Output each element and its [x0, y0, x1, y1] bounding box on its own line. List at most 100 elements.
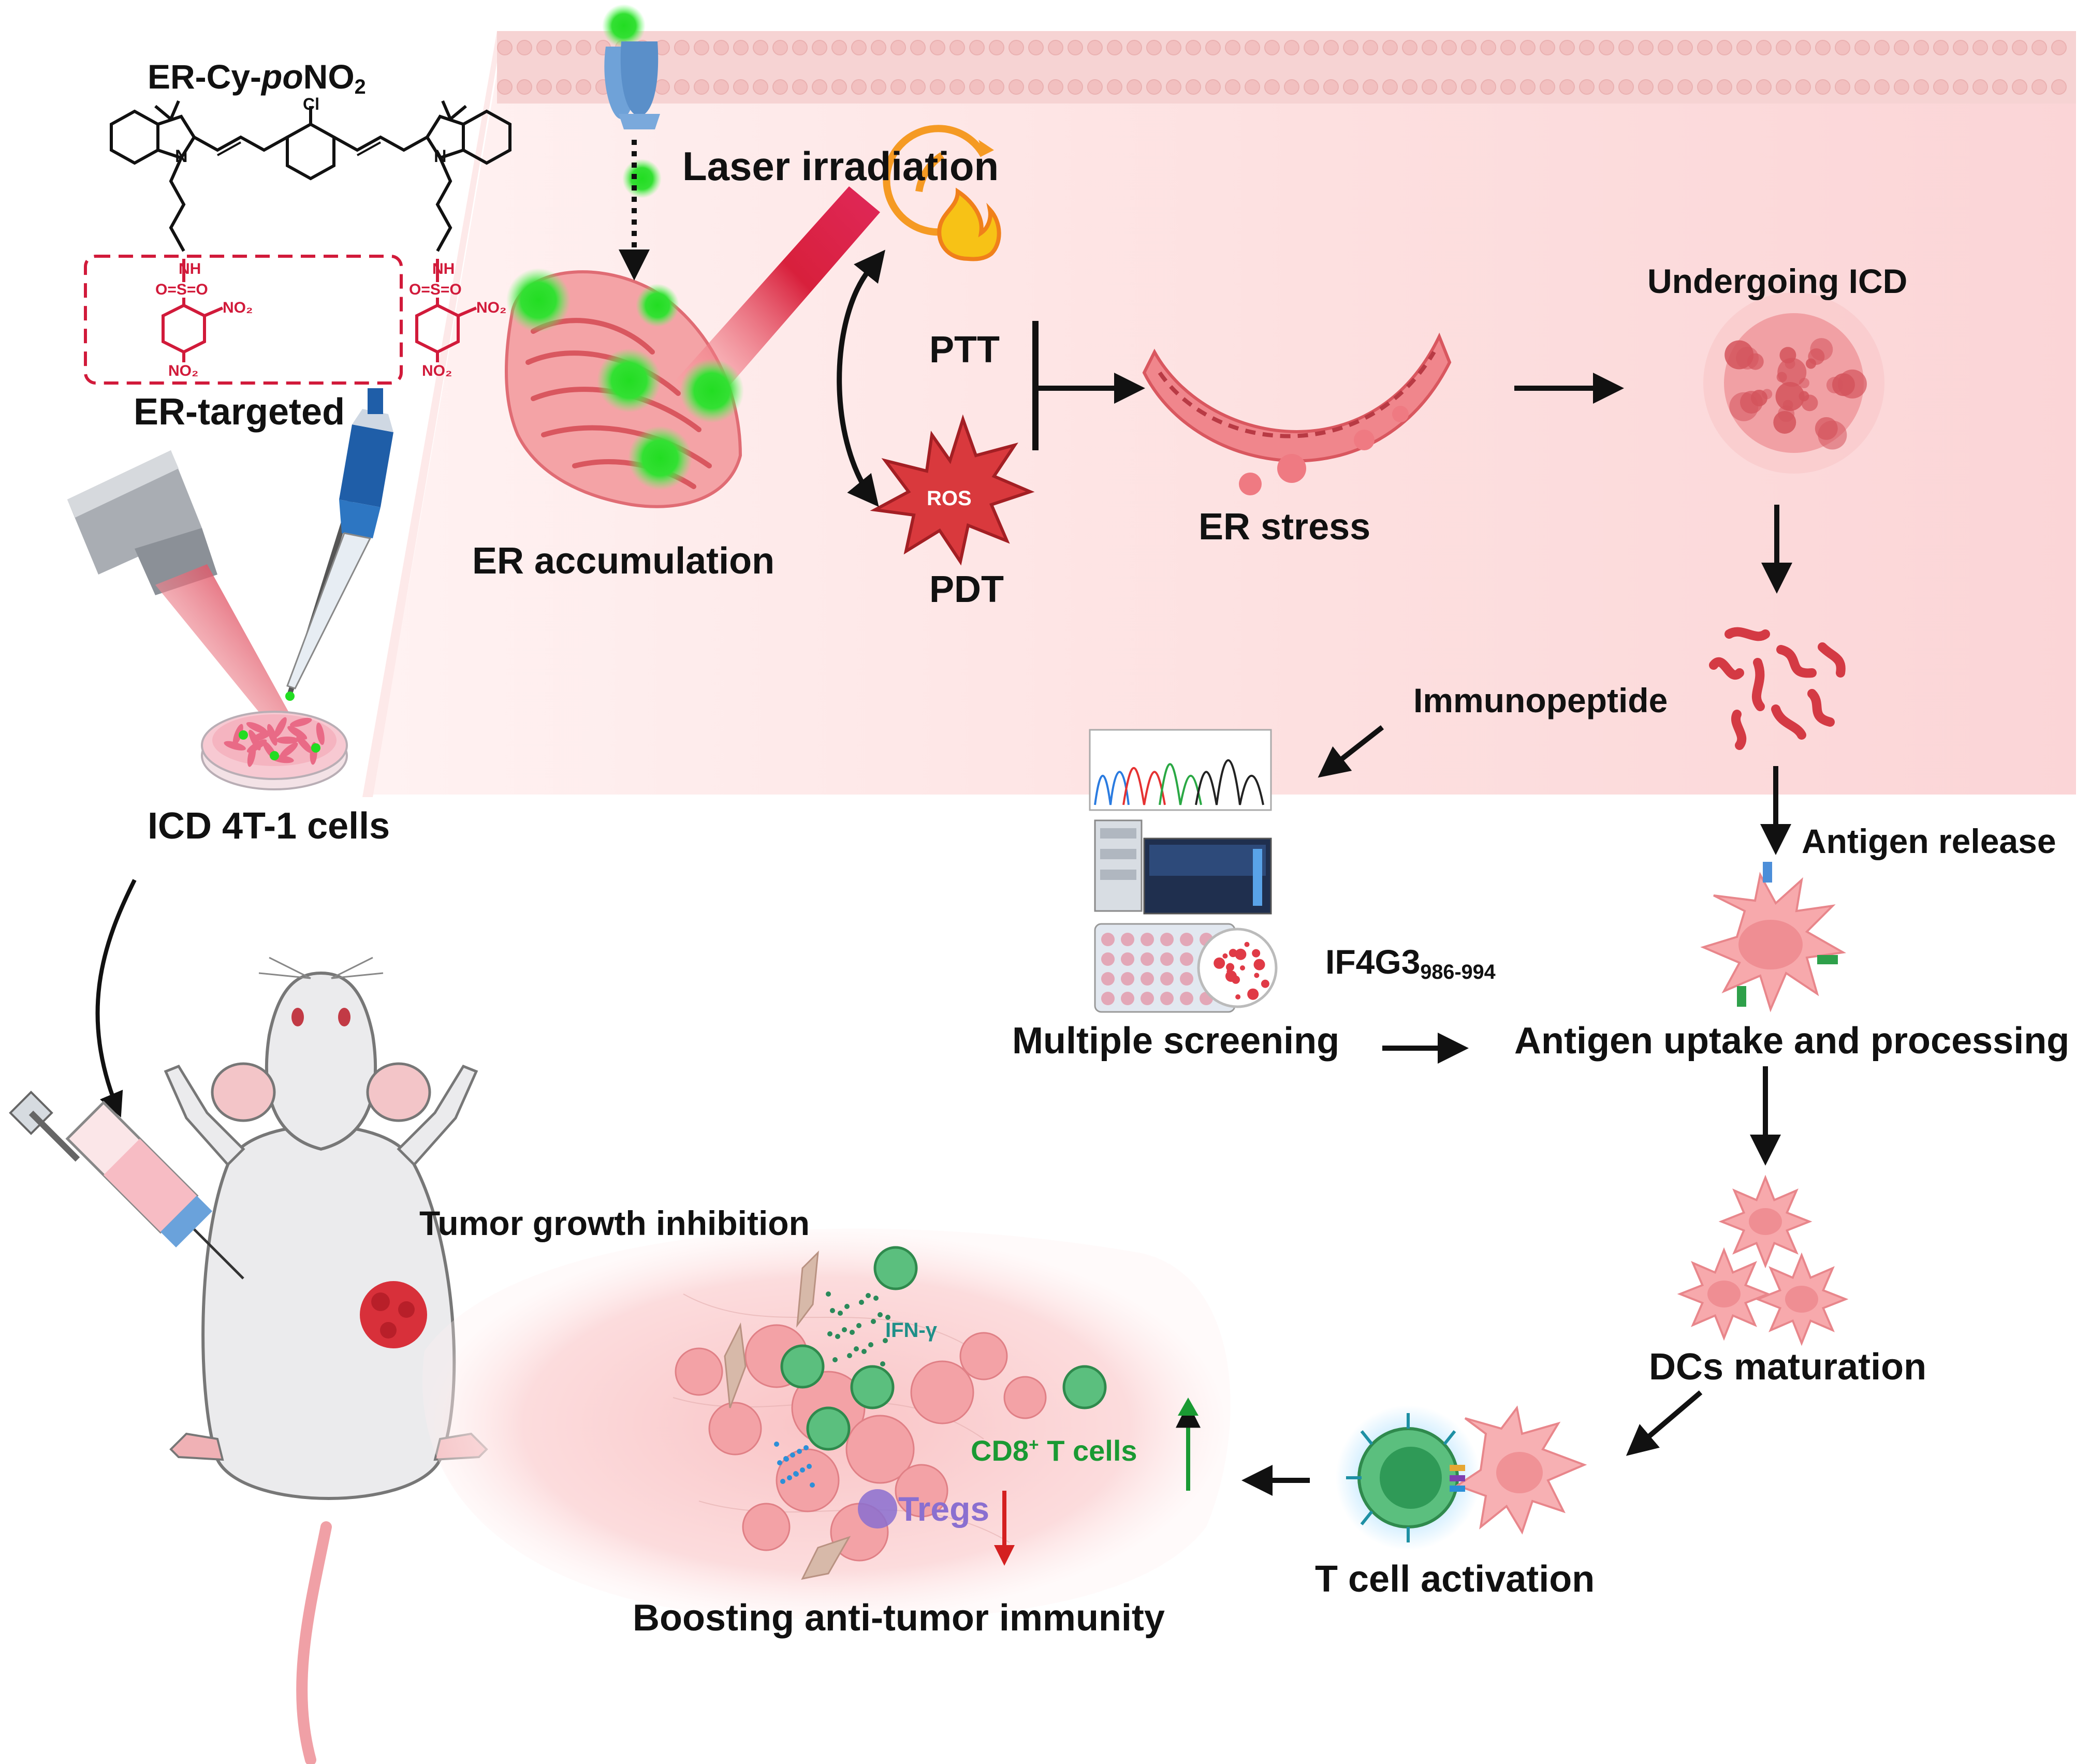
chem-cl: Cl [303, 95, 319, 113]
laser-irradiation-label: Laser irradiation [682, 143, 999, 189]
syringe-icon [9, 1091, 244, 1280]
membrane-lipid [1402, 79, 1417, 95]
cd8-prefix: CD8 [971, 1434, 1029, 1467]
membrane-lipid [1618, 79, 1634, 95]
membrane-lipid [1677, 40, 1693, 55]
cytokine-dot [803, 1445, 809, 1450]
membrane-lipid [1756, 40, 1772, 55]
membrane-lipid [1540, 79, 1555, 95]
membrane-lipid [1028, 79, 1044, 95]
cultured-cell [287, 726, 308, 740]
tumor-cell [675, 1347, 723, 1396]
cytokine-dot [790, 1452, 795, 1458]
membrane-lipid [733, 79, 749, 95]
membrane-lipid [1697, 79, 1713, 95]
membrane-lipid [1736, 40, 1752, 55]
membrane-lipid [812, 79, 827, 95]
membrane-lipid [1579, 79, 1595, 95]
chem-n-plus-left: N [175, 146, 188, 166]
cultured-cell [289, 717, 312, 727]
t-cell [780, 1344, 825, 1389]
membrane-lipid [2012, 79, 2027, 95]
t-cell-activation-label: T cell activation [1315, 1559, 1595, 1600]
membrane-lipid [1186, 40, 1201, 55]
membrane-lipid [1402, 40, 1417, 55]
dying-cell-icon [1703, 292, 1884, 474]
cd8-label: CD8+ T cells [971, 1436, 1137, 1465]
membrane-lipid [1874, 79, 1890, 95]
membrane-lipid [733, 40, 749, 55]
ifn-dot [835, 1334, 840, 1339]
cytokine-dot [783, 1456, 788, 1461]
membrane-lipid [1323, 79, 1339, 95]
membrane-lipid [674, 79, 690, 95]
cultured-cell [224, 741, 246, 751]
membrane-lipid [694, 40, 709, 55]
undergoing-icd-label: Undergoing ICD [1647, 262, 1908, 300]
cell-fragment [1806, 358, 1817, 369]
chemical-structure-red [162, 259, 477, 362]
er-accumulation-label: ER accumulation [472, 540, 775, 582]
tumor-cell [845, 1415, 915, 1484]
membrane-lipid [1461, 40, 1477, 55]
membrane-lipid [1343, 79, 1358, 95]
chem-no2-ortho-right: NO₂ [476, 299, 507, 316]
cell-fragment [1762, 389, 1773, 400]
peptide-sub: 986-994 [1420, 960, 1496, 983]
tumor-cell [1003, 1376, 1047, 1419]
cytokine-dot [810, 1482, 815, 1488]
membrane-lipid [1304, 40, 1319, 55]
ifn-dot [883, 1338, 888, 1343]
membrane-lipid [812, 40, 827, 55]
membrane-lipid [713, 40, 729, 55]
t-cell [1062, 1365, 1107, 1409]
mass-spectrometer-icon [1094, 819, 1272, 915]
ifn-dot [826, 1291, 831, 1297]
membrane-lipid [1363, 79, 1378, 95]
plate-well [1141, 992, 1154, 1005]
membrane-lipid [1323, 40, 1339, 55]
ifn-dot [878, 1312, 883, 1317]
membrane-lipid [1382, 40, 1398, 55]
ifn-dot [868, 1342, 873, 1347]
plate-well [1160, 952, 1174, 966]
tregs-down-arrow-head [994, 1545, 1015, 1566]
chem-n-right: N [434, 146, 447, 166]
well-plate-icon [1094, 923, 1278, 1013]
t-cell [806, 1406, 851, 1451]
membrane-lipid [969, 40, 985, 55]
t-cell [850, 1365, 895, 1409]
colony-dot [1235, 948, 1247, 960]
ifn-dot [854, 1346, 859, 1351]
membrane-lipid [1638, 40, 1654, 55]
membrane-lipid [1087, 40, 1103, 55]
colony-dot [1214, 957, 1225, 969]
membrane-lipid [1205, 40, 1221, 55]
plate-well [1101, 992, 1115, 1005]
membrane-lipid [1107, 40, 1122, 55]
plate-well [1121, 933, 1134, 946]
membrane-lipid [2031, 40, 2047, 55]
plate-well [1121, 972, 1134, 986]
membrane-lipid [1894, 79, 1909, 95]
membrane-lipid [556, 79, 572, 95]
membrane-lipid [831, 40, 847, 55]
pipette-icon [285, 388, 393, 701]
membrane-lipid [1776, 40, 1791, 55]
membrane-lipid [1284, 40, 1299, 55]
chem-no2-ortho-left: NO₂ [223, 299, 253, 316]
tumor-microenvironment [422, 1228, 1231, 1621]
membrane-lipid [1284, 79, 1299, 95]
colony-dot [1235, 994, 1241, 999]
er-stress-icon [1142, 332, 1452, 495]
membrane-lipid [1717, 40, 1732, 55]
tumor-cell [959, 1332, 1008, 1380]
immunopeptide-label: Immunopeptide [1413, 681, 1668, 719]
plate-well [1180, 992, 1193, 1005]
compound-name-italic: po [261, 57, 303, 96]
membrane-lipid [772, 40, 788, 55]
membrane-lipid [792, 40, 808, 55]
ifn-dot [866, 1293, 871, 1298]
compound-name-suffix: NO [303, 57, 355, 96]
membrane-lipid [890, 79, 906, 95]
